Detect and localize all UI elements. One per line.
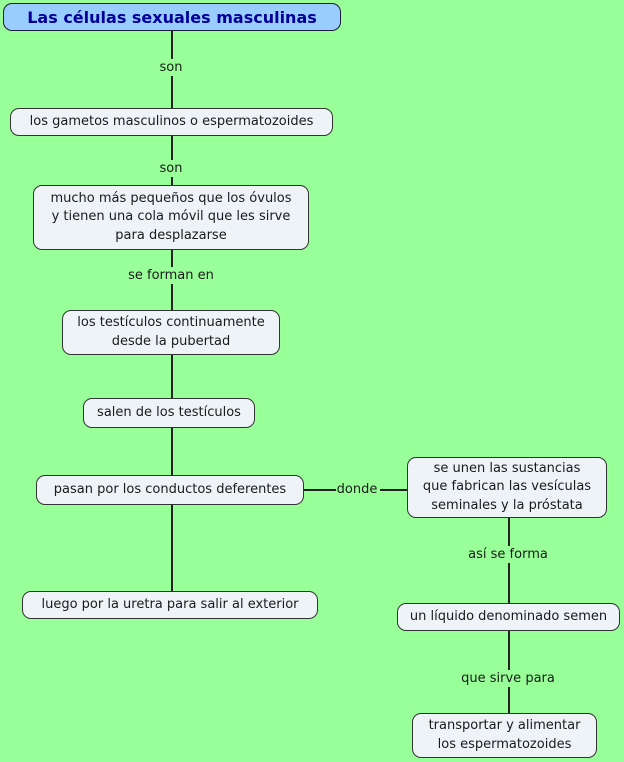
map-title-node[interactable]: Las células sexuales masculinas	[3, 3, 341, 31]
concept-node-semen[interactable]: un líquido denominado semen	[397, 603, 620, 631]
concept-node-conductos-deferentes[interactable]: pasan por los conductos deferentes	[36, 475, 304, 505]
link-label-asi-se-forma[interactable]: así se forma	[468, 547, 548, 562]
link-label-son-1[interactable]: son	[159, 60, 183, 75]
connector-line	[171, 284, 173, 310]
link-label-que-sirve-para[interactable]: que sirve para	[461, 671, 555, 686]
connector-line	[508, 563, 510, 603]
concept-node-salen-testiculos[interactable]: salen de los testículos	[83, 398, 255, 428]
link-label-se-forman-en[interactable]: se forman en	[128, 268, 214, 283]
connector-line	[171, 428, 173, 475]
connector-line	[171, 177, 173, 185]
connector-line	[171, 136, 173, 160]
concept-node-sustancias-vesiculas[interactable]: se unen las sustancias que fabrican las …	[407, 457, 607, 518]
connector-line	[508, 518, 510, 546]
concept-node-testiculos-pubertad[interactable]: los testículos continuamente desde la pu…	[62, 310, 280, 355]
link-label-son-2[interactable]: son	[159, 161, 183, 176]
connector-line	[171, 250, 173, 267]
concept-node-gametos[interactable]: los gametos masculinos o espermatozoides	[10, 108, 333, 136]
connector-line	[508, 687, 510, 713]
connector-line	[171, 76, 173, 108]
connector-line	[171, 30, 173, 59]
concept-node-transportar-alimentar[interactable]: transportar y alimentar los espermatozoi…	[412, 713, 597, 758]
connector-line	[304, 489, 336, 491]
connector-line	[171, 505, 173, 591]
connector-line	[380, 489, 407, 491]
concept-node-mas-pequenos[interactable]: mucho más pequeños que los óvulos y tien…	[33, 185, 309, 250]
concept-node-uretra-exterior[interactable]: luego por la uretra para salir al exteri…	[22, 591, 318, 619]
connector-line	[171, 355, 173, 398]
connector-line	[508, 631, 510, 670]
link-label-donde[interactable]: donde	[336, 482, 378, 497]
